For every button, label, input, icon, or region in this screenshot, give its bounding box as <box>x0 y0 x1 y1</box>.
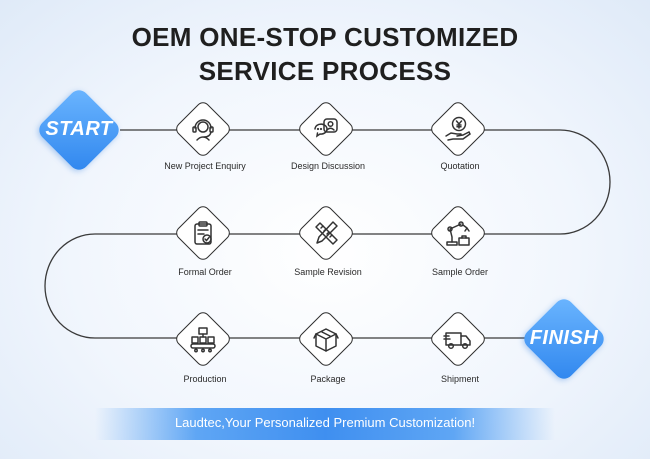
yen-hand-icon <box>445 116 471 141</box>
step-label-design-discussion: Design Discussion <box>290 161 366 171</box>
pencil-ruler-icon <box>315 221 338 245</box>
step-label-formal-order: Formal Order <box>178 267 232 277</box>
step-label-package: Package <box>310 374 346 384</box>
step-label-quotation: Quotation <box>440 161 480 171</box>
chat-person-icon <box>314 118 338 138</box>
title-line-1: OEM ONE-STOP CUSTOMIZED <box>131 22 519 52</box>
tagline-text: Laudtec,Your Personalized Premium Custom… <box>174 415 476 430</box>
tagline-banner <box>95 408 555 440</box>
finish-label: FINISH <box>529 327 599 349</box>
robot-arm-icon <box>446 221 470 246</box>
assembly-line-icon <box>190 327 216 353</box>
step-label-sample-revision: Sample Revision <box>294 267 362 277</box>
step-label-new-project-enquiry: New Project Enquiry <box>164 161 246 171</box>
step-label-sample-order: Sample Order <box>431 267 489 277</box>
box-check-icon <box>313 328 339 352</box>
headset-icon <box>192 119 214 141</box>
clipboard-check-icon <box>194 221 212 245</box>
step-label-production: Production <box>183 374 227 384</box>
title-line-2: SERVICE PROCESS <box>198 56 452 86</box>
start-label: START <box>45 118 113 140</box>
step-label-shipment: Shipment <box>440 374 480 384</box>
truck-icon <box>443 332 471 350</box>
